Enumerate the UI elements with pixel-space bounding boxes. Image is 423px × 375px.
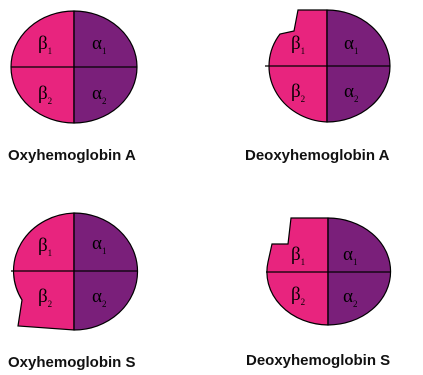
panel-oxyhemoglobin-s: β1 α1 β2 α2 Oxyhemoglobin S (8, 213, 138, 371)
caption-deoxyhemoglobin-a: Deoxyhemoglobin A (245, 147, 390, 164)
caption-oxyhemoglobin-a: Oxyhemoglobin A (8, 147, 136, 164)
panel-deoxyhemoglobin-a: β1 α1 β2 α2 Deoxyhemoglobin A (245, 10, 390, 164)
panel-deoxyhemoglobin-s: β1 α1 β2 α2 Deoxyhemoglobin S (246, 218, 391, 369)
caption-oxyhemoglobin-s: Oxyhemoglobin S (8, 354, 136, 371)
panel-oxyhemoglobin-a: β1 α1 β2 α2 Oxyhemoglobin A (8, 11, 137, 164)
caption-deoxyhemoglobin-s: Deoxyhemoglobin S (246, 352, 390, 369)
